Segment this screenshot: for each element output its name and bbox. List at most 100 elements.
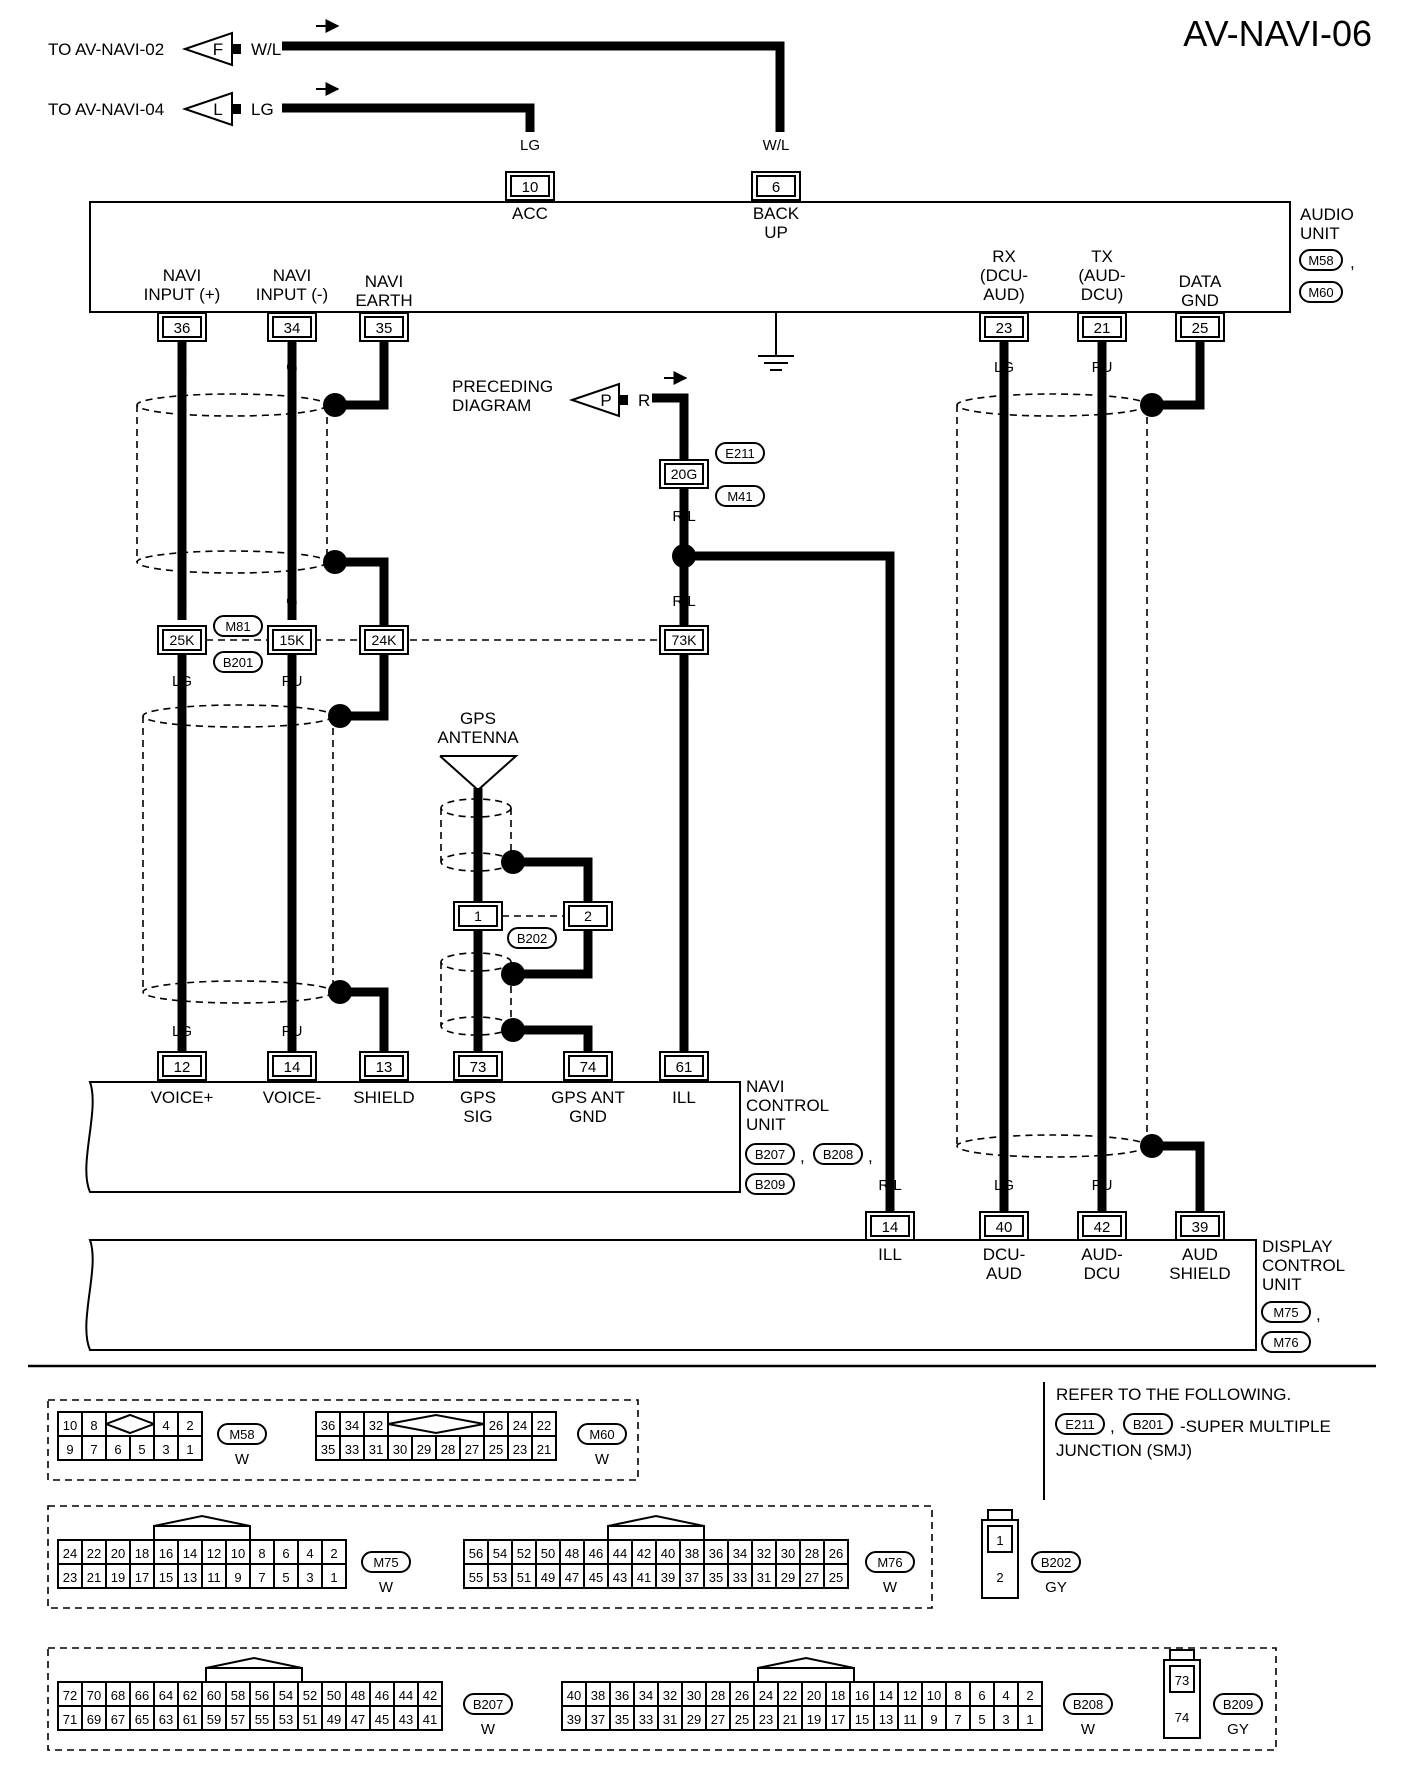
cavity-number: 36 [321, 1418, 335, 1433]
cavity-number: 41 [637, 1570, 651, 1585]
cavity-number: 50 [541, 1546, 555, 1561]
conn-badge-text: B208 [1073, 1697, 1103, 1712]
cavity-number: 16 [855, 1688, 869, 1703]
svg-text:VOICE-: VOICE- [263, 1088, 322, 1107]
gps-antenna-label-2: ANTENNA [437, 728, 519, 747]
wire-lg-acc [282, 103, 535, 132]
cavity-number: 16 [159, 1546, 173, 1561]
offpage-flag-f-letter: F [213, 40, 223, 59]
svg-text:74: 74 [580, 1059, 597, 1076]
cavity [81, 1681, 107, 1707]
cavity [849, 1681, 875, 1707]
cavity-number: 72 [63, 1688, 77, 1703]
cavity [225, 1563, 251, 1589]
cavity [559, 1539, 585, 1565]
cavity-number: 51 [517, 1570, 531, 1585]
shield-top [136, 393, 328, 417]
label-rx-1: RX [992, 247, 1016, 266]
cavity [57, 1411, 83, 1437]
wire-gps-shield [513, 857, 593, 906]
svg-text:1: 1 [474, 908, 482, 924]
conn-badge-text: M58 [229, 1427, 254, 1442]
label-navi-input-plus-2: INPUT (+) [144, 285, 221, 304]
conn-badge-m76 [1261, 1331, 1311, 1353]
conn-badge [463, 1693, 513, 1715]
cavity-number: 37 [591, 1712, 605, 1727]
wire-color-pu-tx: PU [1092, 359, 1113, 376]
wire-color-lg: LG [172, 673, 192, 690]
conn-badge-m41 [715, 485, 765, 507]
conn-badge-m58 [1299, 249, 1343, 271]
cavity-number: 30 [781, 1546, 795, 1561]
cavity [177, 1435, 203, 1461]
cavity [753, 1705, 779, 1731]
cavity [249, 1705, 275, 1731]
cavity-number: 67 [111, 1712, 125, 1727]
label-navi-input-plus-1: NAVI [163, 266, 201, 285]
conn-badge [217, 1423, 267, 1445]
conn-badge [577, 1423, 627, 1445]
svg-text:25: 25 [1192, 320, 1209, 337]
cavity-number: 12 [207, 1546, 221, 1561]
svg-text:12: 12 [174, 1059, 191, 1076]
cavity-number: 10 [63, 1418, 77, 1433]
label-rx-3: AUD) [983, 285, 1025, 304]
cavity-number: 36 [615, 1688, 629, 1703]
connector-color: W [481, 1721, 496, 1738]
cavity [531, 1435, 557, 1461]
cavity-number: 2 [330, 1546, 337, 1561]
conn-badge-text: M75 [373, 1555, 398, 1570]
pin-35: 35 [359, 312, 409, 342]
wire-color-r-2: R [177, 593, 188, 610]
cavity-number: 41 [423, 1712, 437, 1727]
cavity [681, 1705, 707, 1731]
cavity-number: 32 [663, 1688, 677, 1703]
cavity-number: 63 [159, 1712, 173, 1727]
cavity-number: 47 [351, 1712, 365, 1727]
connector-lock [153, 1514, 251, 1527]
svg-text:24K: 24K [372, 632, 398, 648]
svg-text:40: 40 [996, 1219, 1013, 1236]
cavity [507, 1411, 533, 1437]
cavity-number: 69 [87, 1712, 101, 1727]
wire-gps-shield [513, 930, 593, 979]
cavity-number: 49 [541, 1570, 555, 1585]
offpage-navi02-label: TO AV-NAVI-02 [48, 40, 164, 59]
conn-badge [865, 1551, 915, 1573]
cavity [321, 1563, 347, 1589]
svg-text:61: 61 [676, 1059, 693, 1076]
cavity-number: 1 [1026, 1712, 1033, 1727]
wire-color-pu: PU [282, 673, 303, 690]
cavity-number: 66 [135, 1688, 149, 1703]
svg-text:2: 2 [584, 908, 592, 924]
cavity-number: 45 [589, 1570, 603, 1585]
offpage-flag-l [181, 91, 233, 127]
connector-color: GY [1227, 1721, 1249, 1738]
cavity [129, 1563, 155, 1589]
cavity [321, 1681, 347, 1707]
cavity [201, 1681, 227, 1707]
cavity-number: 28 [441, 1442, 455, 1457]
cavity [531, 1411, 557, 1437]
cavity-number: 46 [375, 1688, 389, 1703]
pin-b202-1: 1 [453, 901, 503, 931]
connector-lock [757, 1656, 855, 1669]
cavity [177, 1411, 203, 1437]
cavity-number: 20 [807, 1688, 821, 1703]
cavity [1017, 1705, 1043, 1731]
cavity-number: 18 [135, 1546, 149, 1561]
label-navi-input-minus-1: NAVI [273, 266, 311, 285]
dcu-name-2: CONTROL [1262, 1256, 1345, 1275]
svg-text:BACK: BACK [753, 204, 800, 223]
cavity-number: 6 [114, 1442, 121, 1457]
svg-text:AUD: AUD [1182, 1245, 1218, 1264]
wire-color-r: R [177, 359, 188, 376]
cavity-number: 24 [63, 1546, 77, 1561]
offpage-navi02: TO AV-NAVI-02 F W/L [48, 19, 340, 67]
svg-text:21: 21 [1094, 320, 1111, 337]
cavity [297, 1539, 323, 1565]
conn-badge-b208 [813, 1143, 863, 1165]
